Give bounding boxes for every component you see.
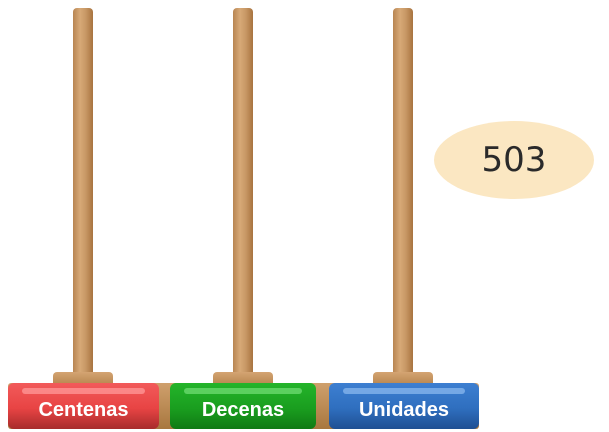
label-decenas: Decenas: [170, 383, 316, 429]
label-centenas: Centenas: [8, 383, 159, 429]
number-bubble: 503: [434, 121, 594, 199]
rod-decenas: [233, 8, 253, 376]
label-unidades: Unidades: [329, 383, 479, 429]
rod-foot-unidades: [373, 372, 433, 384]
label-decenas-text: Decenas: [201, 398, 285, 421]
number-value: 503: [481, 140, 547, 180]
label-shine: [343, 388, 465, 394]
rod-foot-centenas: [53, 372, 113, 384]
label-shine: [22, 388, 145, 394]
label-unidades-text: Unidades: [358, 398, 450, 421]
rod-foot-decenas: [213, 372, 273, 384]
rod-unidades: [393, 8, 413, 376]
rod-centenas: [73, 8, 93, 376]
label-shine: [184, 388, 302, 394]
label-centenas-text: Centenas: [38, 398, 129, 421]
